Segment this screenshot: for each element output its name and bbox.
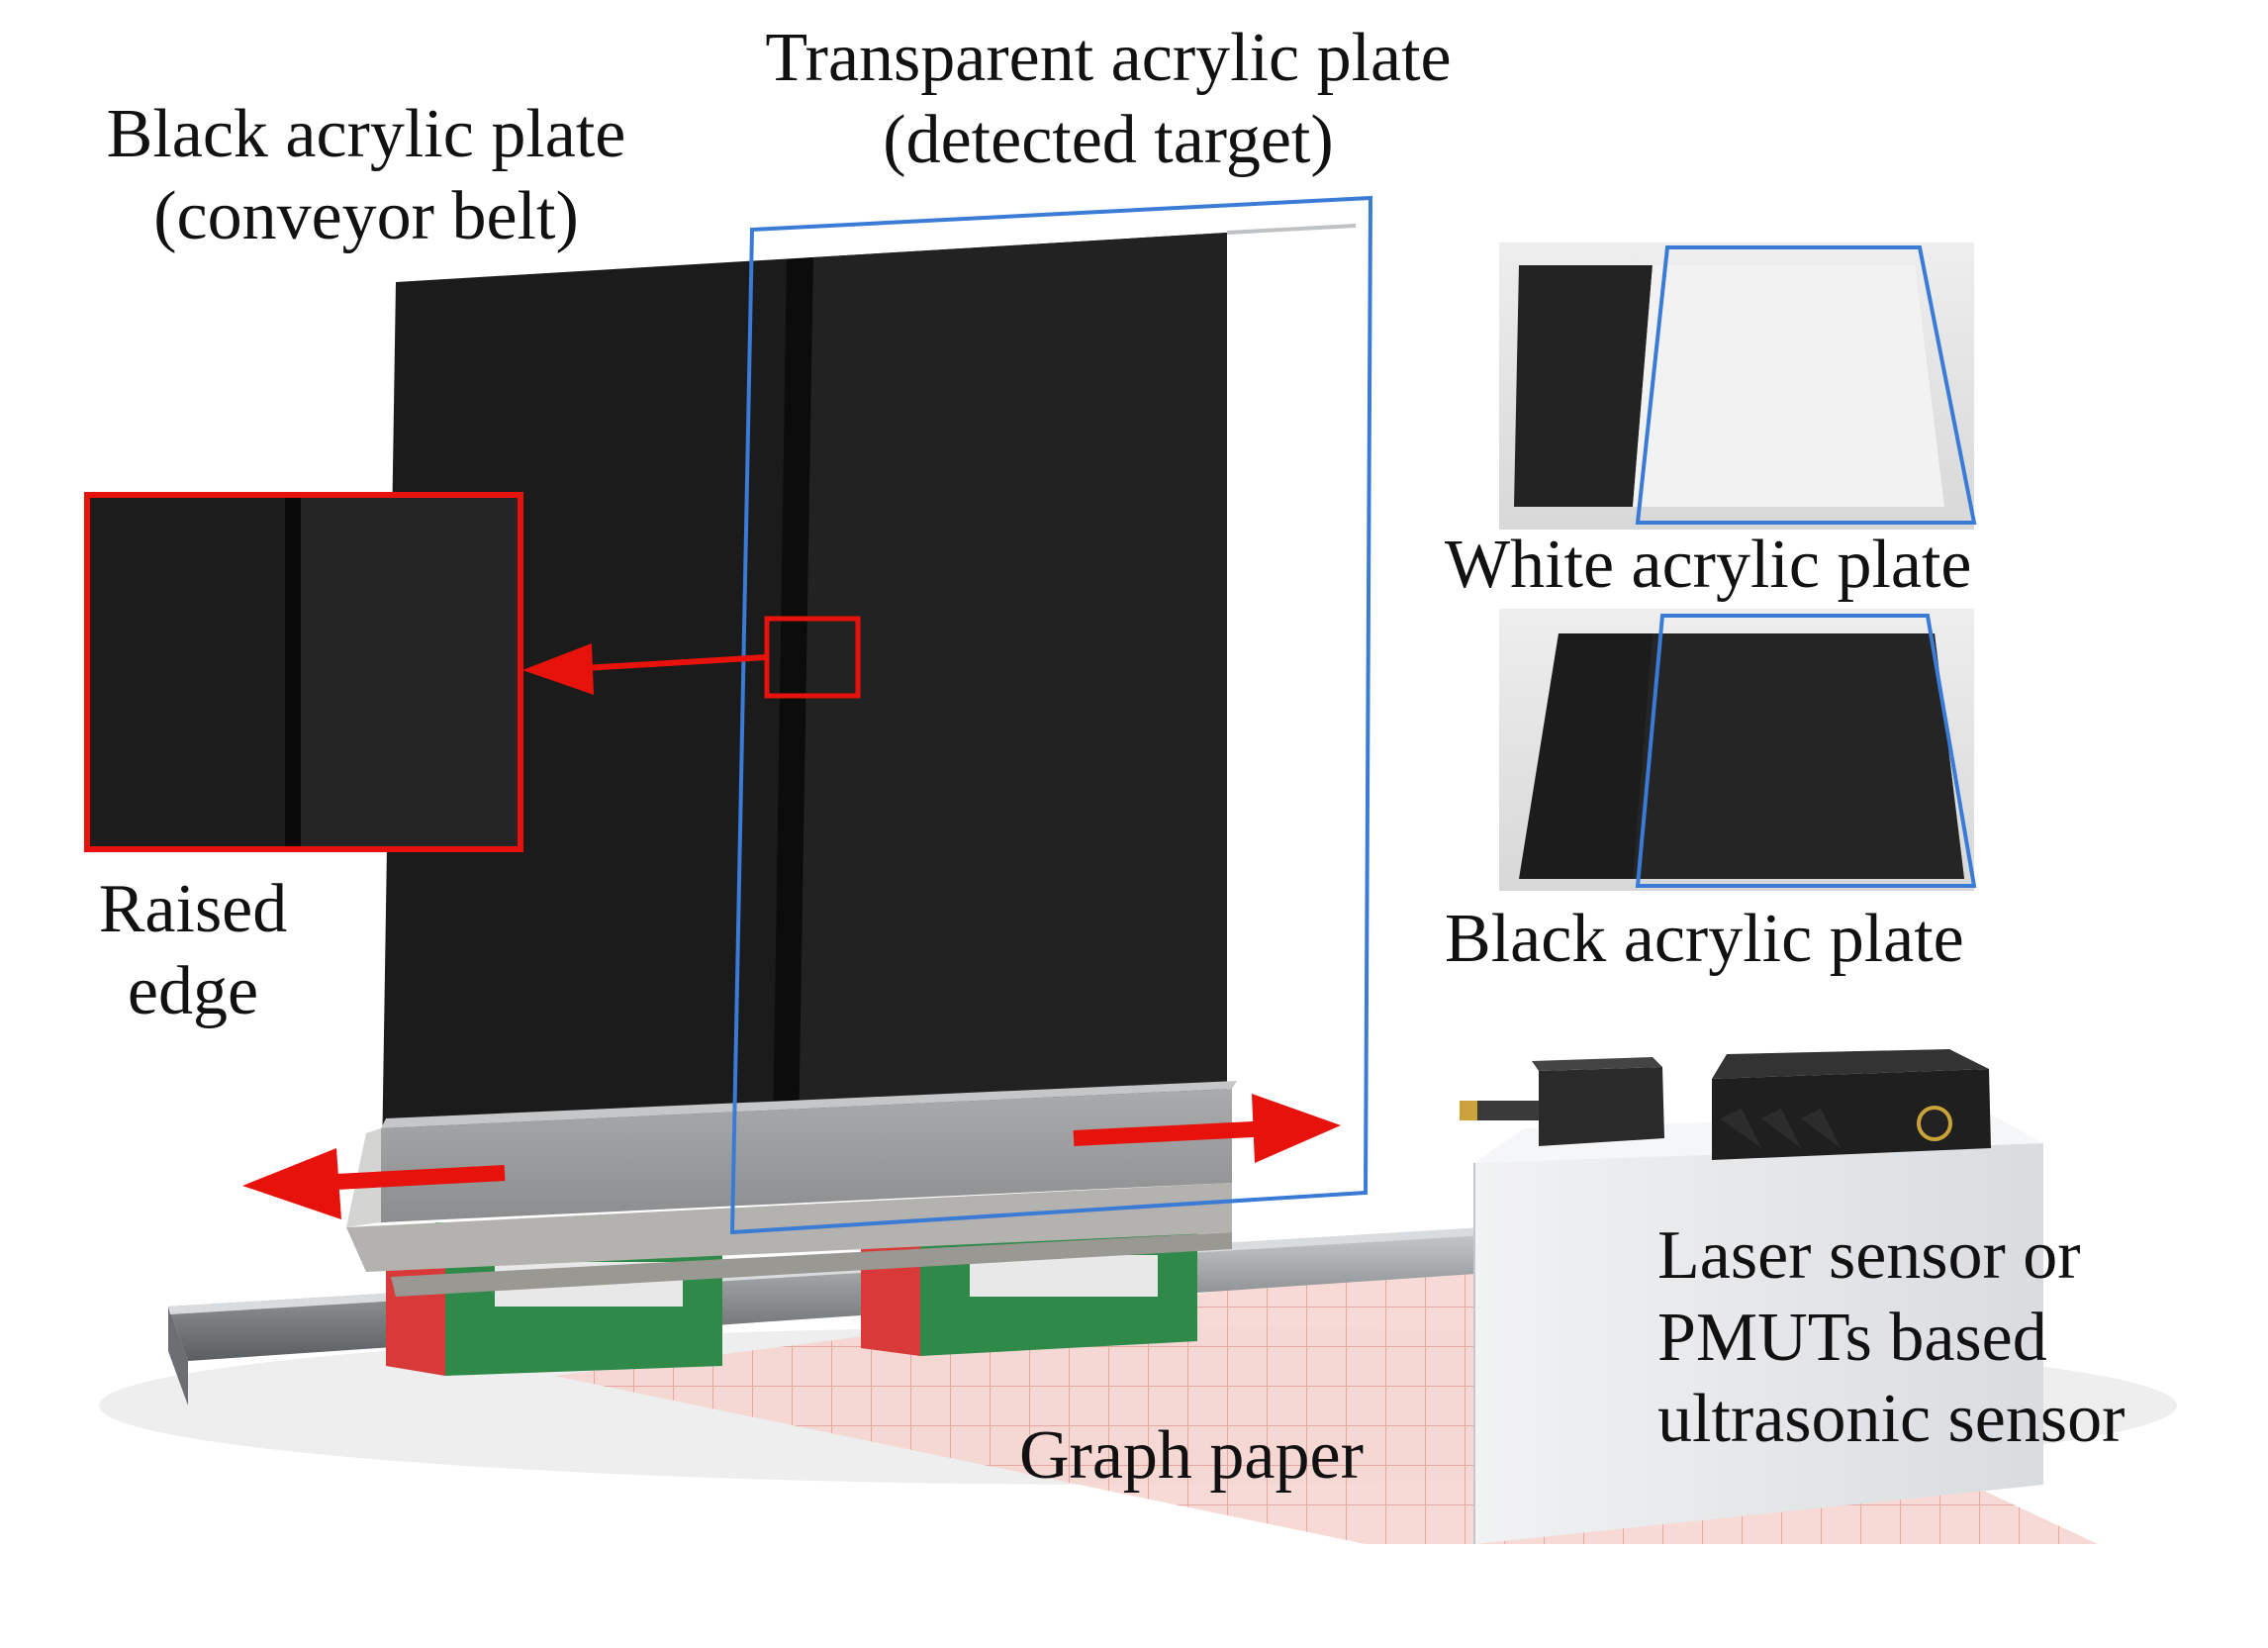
- raised-edge-label: Raised edge: [54, 869, 331, 1032]
- linear-rail-end: [168, 1307, 188, 1406]
- sensor-label-line2: PMUTs based: [1657, 1299, 2047, 1376]
- white-plate-label: White acrylic plate: [1445, 527, 1972, 603]
- photo-white-plate: [1499, 242, 1977, 530]
- black-plate-label: Black acrylic plate: [1445, 901, 1964, 977]
- transparent-plate-label-line1: Transparent acrylic plate: [765, 20, 1452, 96]
- transparent-plate-label: Transparent acrylic plate (detected targ…: [673, 18, 1544, 181]
- detected-target-outline: [729, 195, 1373, 1235]
- sensor-label-line3: ultrasonic sensor: [1657, 1381, 2126, 1458]
- photo-black-plate: [1499, 609, 1977, 891]
- transparent-plate-edge: [1226, 224, 1357, 235]
- raised-edge-label-line1: Raised: [98, 871, 288, 947]
- raised-edge-label-line2: edge: [127, 952, 259, 1029]
- right-arrow-icon: [1073, 1094, 1341, 1163]
- plate-highlight: [798, 233, 1227, 1196]
- pmut-sensor: [1712, 1049, 1991, 1160]
- left-arrow-icon: [242, 1148, 506, 1219]
- sensor-label: Laser sensor or PMUTs based ultrasonic s…: [1657, 1215, 2125, 1461]
- conveyor-plate-label-line2: (conveyor belt): [153, 177, 579, 254]
- laser-sensor: [1460, 1057, 1664, 1146]
- graph-paper-label: Graph paper: [1019, 1417, 1364, 1494]
- zoom-arrow-icon: [522, 643, 768, 695]
- conveyor-plate-label: Black acrylic plate (conveyor belt): [40, 94, 693, 257]
- sensor-label-line1: Laser sensor or: [1657, 1217, 2081, 1294]
- raised-edge-zoom-panel: [84, 492, 523, 852]
- raised-edge-groove: [772, 257, 813, 1198]
- sensor-connector-icon: [1917, 1106, 1952, 1141]
- transparent-plate-label-line2: (detected target): [883, 101, 1334, 178]
- conveyor-plate-label-line1: Black acrylic plate: [106, 96, 626, 172]
